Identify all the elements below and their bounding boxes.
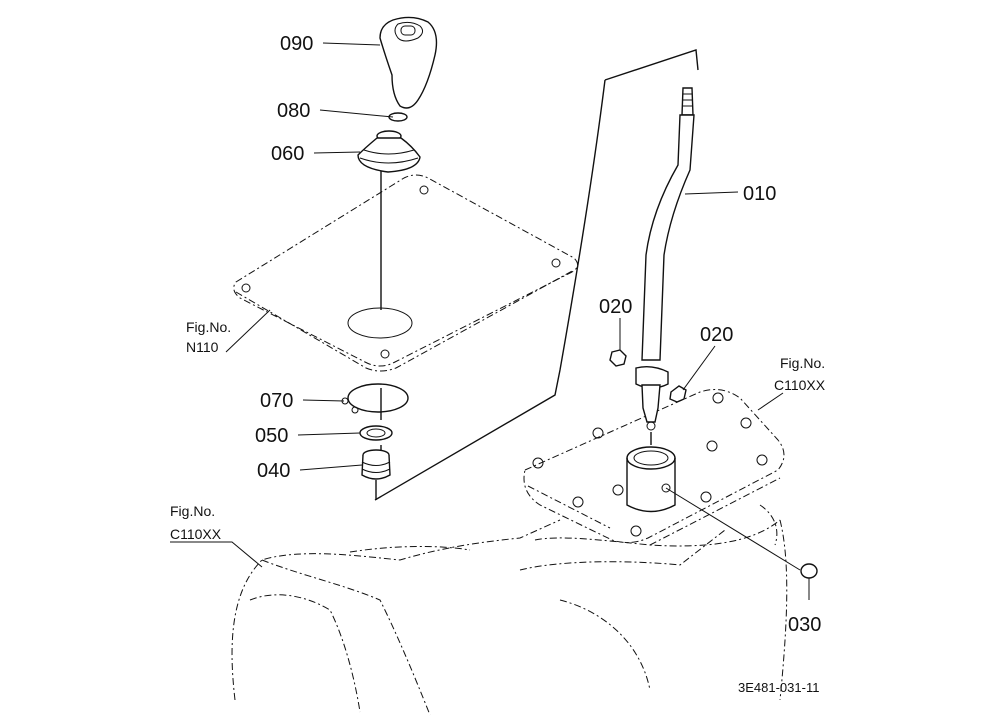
label-030: 030 <box>788 614 821 636</box>
label-090: 090 <box>280 33 313 55</box>
centre-axis-line <box>375 170 382 500</box>
boot-060 <box>357 130 421 173</box>
shift-lever-010 <box>635 87 695 445</box>
label-050: 050 <box>255 425 288 447</box>
label-020-right: 020 <box>700 324 733 346</box>
label-040: 040 <box>257 460 290 482</box>
transmission-housing <box>231 504 788 716</box>
plug-030 <box>800 563 818 579</box>
shift-knob <box>379 16 438 109</box>
ring-050 <box>359 425 393 441</box>
circlip-070 <box>341 383 409 414</box>
bolt-020-right <box>669 385 687 403</box>
drawing-code: 3E481-031-11 <box>738 680 819 695</box>
bush-040 <box>361 449 391 480</box>
label-020-left: 020 <box>599 296 632 318</box>
figref-n110-line1: Fig.No. <box>186 319 231 335</box>
label-070: 070 <box>260 390 293 412</box>
figref-n110-line2: N110 <box>186 339 219 355</box>
label-080: 080 <box>277 100 310 122</box>
figref-c110-right-line1: Fig.No. <box>780 355 825 371</box>
leader-lines <box>170 42 810 600</box>
bolt-020-left <box>609 349 627 367</box>
figref-c110-right-line2: C110XX <box>774 377 826 393</box>
figref-c110-left-line2: C110XX <box>170 526 222 542</box>
cover-plate-n110 <box>233 174 578 372</box>
cover-plate-right <box>523 389 785 546</box>
boot-outline <box>374 49 699 501</box>
label-010: 010 <box>743 183 776 205</box>
label-060: 060 <box>271 143 304 165</box>
figref-c110-left-line1: Fig.No. <box>170 503 215 519</box>
